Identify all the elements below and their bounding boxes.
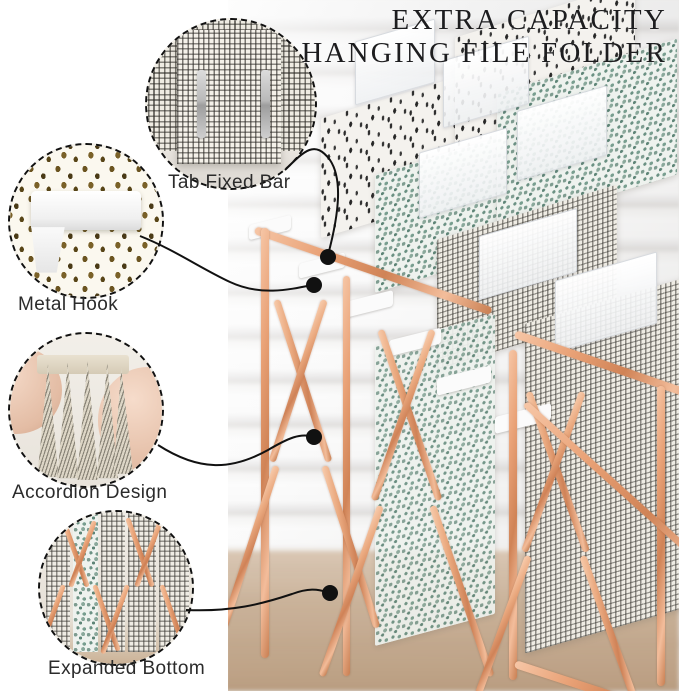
bubble-image-metal-hook	[10, 145, 162, 297]
feature-bubble-metal-hook	[8, 143, 164, 299]
feature-bubble-expanded-bottom	[38, 510, 194, 666]
title-line-1: EXTRA CAPACITY	[391, 4, 667, 36]
bubble-image-accordion-design	[10, 334, 162, 486]
copper-post-far-right	[657, 386, 665, 686]
page-title: EXTRA CAPACITY HANGING FILE FOLDER	[247, 4, 667, 70]
copper-post-mid	[343, 276, 350, 676]
product-photo	[225, 0, 679, 691]
expanded-folder-5	[158, 512, 189, 652]
title-line-2: HANGING FILE FOLDER	[301, 37, 667, 70]
copper-post-right	[509, 350, 517, 680]
metal-hook-shape	[31, 190, 141, 231]
feature-label-tab-fixed-bar: Tab Fixed Bar	[168, 172, 291, 193]
feature-bubble-tab-fixed-bar	[145, 18, 317, 190]
bubble-image-tab-fixed-bar	[147, 20, 315, 188]
feature-label-expanded-bottom: Expanded Bottom	[48, 658, 206, 679]
tab-fixed-bar-right	[261, 70, 271, 138]
tab-fixed-bar-left	[197, 70, 207, 138]
bubble-image-expanded-bottom	[40, 512, 192, 664]
copper-post-left	[261, 228, 269, 658]
accordion-top-edge	[37, 355, 129, 374]
feature-bubble-accordion-design	[8, 332, 164, 488]
feature-label-accordion-design: Accordion Design	[12, 482, 168, 503]
feature-label-metal-hook: Metal Hook	[18, 294, 119, 315]
